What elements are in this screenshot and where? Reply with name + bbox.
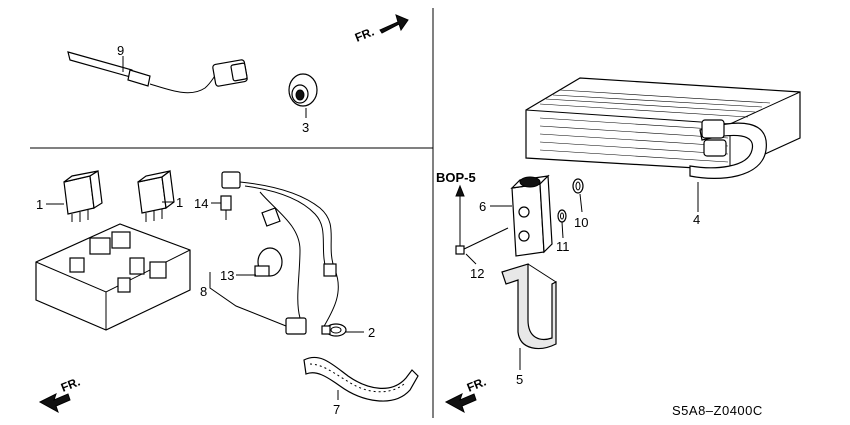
relay-box xyxy=(35,223,191,331)
callout-5: 5 xyxy=(516,372,523,387)
part-6-expansion-valve xyxy=(510,174,553,257)
part-7-drain-hose xyxy=(303,356,419,402)
part-3-grommet xyxy=(288,73,318,107)
callout-4: 4 xyxy=(693,212,700,227)
callout-10: 10 xyxy=(574,215,588,230)
svg-text:FR.: FR. xyxy=(465,375,488,395)
part-5-insulation xyxy=(501,263,557,350)
svg-text:FR.: FR. xyxy=(59,375,82,395)
diagram-code: S5A8–Z0400C xyxy=(672,403,763,418)
callout-7: 7 xyxy=(333,402,340,417)
part-1-relay-right xyxy=(137,169,175,222)
part-2-clamp xyxy=(321,323,347,337)
callout-8: 8 xyxy=(200,284,207,299)
callout-1-right: 1 xyxy=(176,195,183,210)
callout-1-left: 1 xyxy=(36,197,43,212)
callout-11: 11 xyxy=(556,239,570,254)
callout-13: 13 xyxy=(220,268,234,283)
callout-3: 3 xyxy=(302,120,309,135)
bop-reference: BOP-5 xyxy=(436,170,476,246)
callout-6: 6 xyxy=(479,199,486,214)
callout-2: 2 xyxy=(368,325,375,340)
fr-arrow-top: FR. xyxy=(353,14,409,45)
callout-14: 14 xyxy=(194,196,208,211)
callout-12: 12 xyxy=(470,266,484,281)
svg-text:BOP-5: BOP-5 xyxy=(436,170,476,185)
part-8-harness xyxy=(221,171,339,335)
fr-arrow-bottom-left: FR. xyxy=(38,375,82,414)
callouts: 9 3 1 1 14 13 8 2 7 4 6 10 11 12 5 xyxy=(36,43,700,417)
part-12-bolt xyxy=(455,227,509,255)
part-14-clip xyxy=(220,195,232,220)
fr-arrow-bottom-right: FR. xyxy=(444,375,488,414)
part-9-sensor xyxy=(67,51,248,94)
leader-lines xyxy=(46,56,699,400)
part-11-oring xyxy=(557,209,567,223)
svg-text:FR.: FR. xyxy=(353,25,376,45)
part-10-oring xyxy=(572,178,584,194)
callout-9: 9 xyxy=(117,43,124,58)
part-1-relay-left xyxy=(63,169,103,222)
part-13-connector xyxy=(254,247,283,277)
part-4-evaporator xyxy=(525,77,801,179)
